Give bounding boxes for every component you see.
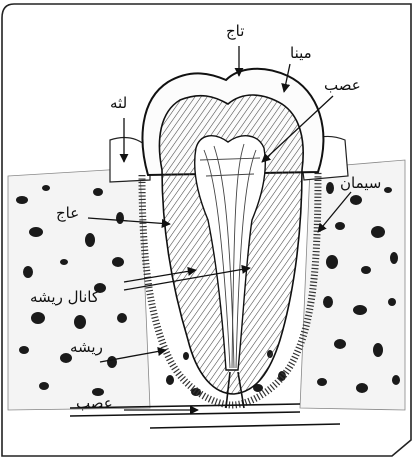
label-root: ریشه — [70, 340, 103, 355]
label-cementum: سیمان — [340, 176, 381, 191]
label-enamel: مینا — [290, 46, 312, 61]
label-root-canal: کانال ریشه — [30, 290, 99, 305]
label-crown: تاج — [226, 24, 244, 39]
label-gum: لثه — [110, 96, 127, 111]
label-dentin: عاج — [56, 206, 79, 221]
label-pulp-nerve: عصب — [324, 78, 361, 93]
label-nerve: عصب — [76, 396, 113, 411]
